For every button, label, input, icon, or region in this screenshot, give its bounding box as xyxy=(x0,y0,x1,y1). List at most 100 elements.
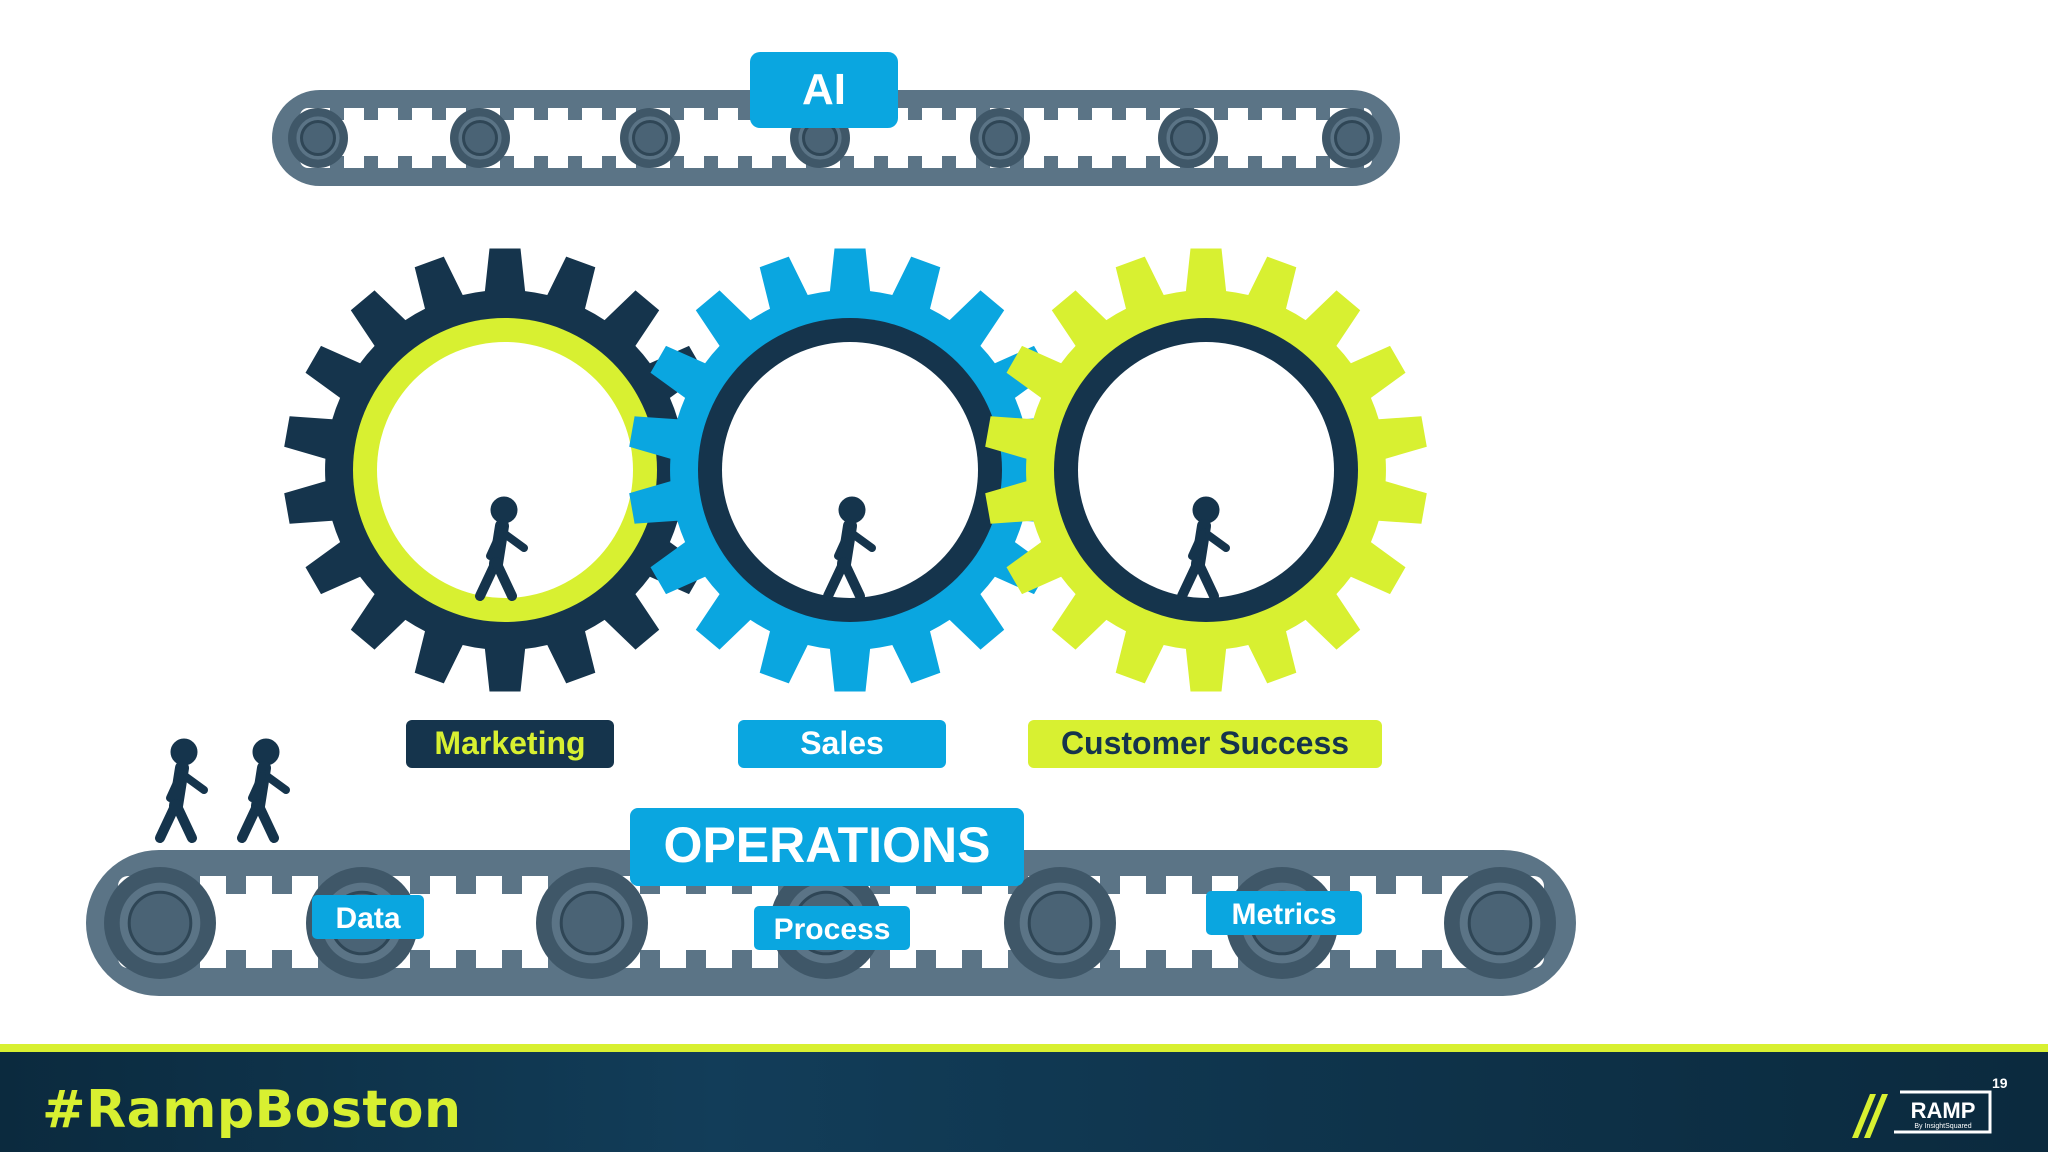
belt-tooth xyxy=(686,950,706,968)
belt-tooth xyxy=(1146,156,1160,168)
belt-tooth xyxy=(942,156,956,168)
belt-roller xyxy=(450,108,510,168)
belt-tooth xyxy=(1146,950,1166,968)
belt-tooth xyxy=(410,876,430,894)
belt-tooth xyxy=(1422,876,1442,894)
belt-tooth xyxy=(908,108,922,120)
marketing-tag-box xyxy=(406,720,614,768)
ramp-logo-tagline: By InsightSquared xyxy=(1914,1123,1971,1130)
belt-tooth xyxy=(1214,108,1228,120)
belt-tooth xyxy=(568,156,582,168)
belt-tooth xyxy=(1282,156,1296,168)
belt-tooth xyxy=(738,156,752,168)
belt-tooth xyxy=(432,108,446,120)
belt-tooth xyxy=(1192,876,1212,894)
belt-roller xyxy=(970,108,1030,168)
belt-tooth xyxy=(456,876,476,894)
belt-tooth xyxy=(1146,876,1166,894)
belt-tooth xyxy=(500,108,514,120)
belt-roller xyxy=(1004,867,1116,979)
walking-person-icon xyxy=(1177,496,1230,601)
belt-tooth xyxy=(870,950,890,968)
walking-people xyxy=(155,496,1230,843)
belt-tooth xyxy=(1214,156,1228,168)
belt-tooth xyxy=(398,156,412,168)
belt-tooth xyxy=(670,108,684,120)
belt-tooth xyxy=(772,156,786,168)
belt-roller xyxy=(1322,108,1382,168)
belt-tooth xyxy=(732,950,752,968)
belt-tooth xyxy=(1044,108,1058,120)
belt-tooth xyxy=(908,156,922,168)
ai-label: AI xyxy=(802,65,846,114)
belt-tooth xyxy=(1100,876,1120,894)
sales-tag: Sales xyxy=(738,720,946,768)
belt-tooth xyxy=(602,156,616,168)
belt-tooth xyxy=(1248,108,1262,120)
gear-marketing xyxy=(284,248,726,692)
customer-success-label: Customer Success xyxy=(1061,725,1349,761)
walking-person-icon xyxy=(155,738,208,843)
ai-belt-rollers xyxy=(288,108,1382,168)
belt-tooth xyxy=(1248,156,1262,168)
belt-tooth xyxy=(1422,950,1442,968)
belt-tooth xyxy=(1376,876,1396,894)
belt-tooth xyxy=(942,108,956,120)
operations-conveyor-belt: OPERATIONS Data Process Metrics xyxy=(86,808,1576,996)
belt-tooth xyxy=(704,108,718,120)
ai-conveyor-belt: AI xyxy=(272,52,1400,186)
event-hashtag: #RampBoston xyxy=(42,1080,462,1140)
gears-group xyxy=(284,248,1427,692)
belt-tooth xyxy=(1376,950,1396,968)
process-tag-box xyxy=(754,906,910,950)
customer-success-tag: Customer Success xyxy=(1028,720,1382,768)
belt-tooth xyxy=(1316,156,1330,168)
belt-tooth xyxy=(1078,156,1092,168)
belt-tooth xyxy=(962,950,982,968)
walking-person-icon xyxy=(823,496,876,601)
belt-tooth xyxy=(874,156,888,168)
footer-banner: #RampBoston RAMP 19 By InsightSquared xyxy=(0,1044,2048,1152)
belt-tooth xyxy=(410,950,430,968)
belt-tooth xyxy=(916,950,936,968)
belt-tooth xyxy=(364,156,378,168)
belt-roller xyxy=(1444,867,1556,979)
belt-tooth xyxy=(1192,950,1212,968)
belt-tooth xyxy=(670,156,684,168)
gear-sales xyxy=(629,248,1071,692)
process-tag: Process xyxy=(774,913,891,946)
operations-label: OPERATIONS xyxy=(664,817,991,873)
belt-tooth xyxy=(738,108,752,120)
belt-tooth xyxy=(500,156,514,168)
ramp-logo: RAMP 19 By InsightSquared xyxy=(1852,1075,2008,1138)
belt-tooth xyxy=(272,876,292,894)
belt-tooth xyxy=(1112,108,1126,120)
operations-label-box xyxy=(630,808,1024,886)
belt-tooth xyxy=(1044,156,1058,168)
metrics-tag-box xyxy=(1206,891,1362,935)
belt-tooth xyxy=(364,108,378,120)
sales-label: Sales xyxy=(800,725,884,761)
belt-tooth xyxy=(272,950,292,968)
belt-tooth xyxy=(1316,108,1330,120)
belt-tooth xyxy=(456,950,476,968)
ramp-logo-text: RAMP xyxy=(1911,1098,1976,1123)
ramp-logo-year: 19 xyxy=(1992,1075,2008,1091)
metrics-tag: Metrics xyxy=(1231,898,1336,931)
belt-tooth xyxy=(1146,108,1160,120)
belt-tooth xyxy=(1112,156,1126,168)
belt-tooth xyxy=(640,950,660,968)
belt-tooth xyxy=(534,108,548,120)
belt-tooth xyxy=(602,108,616,120)
belt-tooth xyxy=(432,156,446,168)
marketing-tag: Marketing xyxy=(406,720,614,768)
belt-tooth xyxy=(1282,108,1296,120)
belt-tooth xyxy=(1078,108,1092,120)
belt-roller xyxy=(620,108,680,168)
belt-tooth xyxy=(1330,876,1350,894)
ai-label-box xyxy=(750,52,898,128)
belt-tooth xyxy=(502,876,522,894)
belt-tooth xyxy=(568,108,582,120)
belt-tooth xyxy=(840,156,854,168)
